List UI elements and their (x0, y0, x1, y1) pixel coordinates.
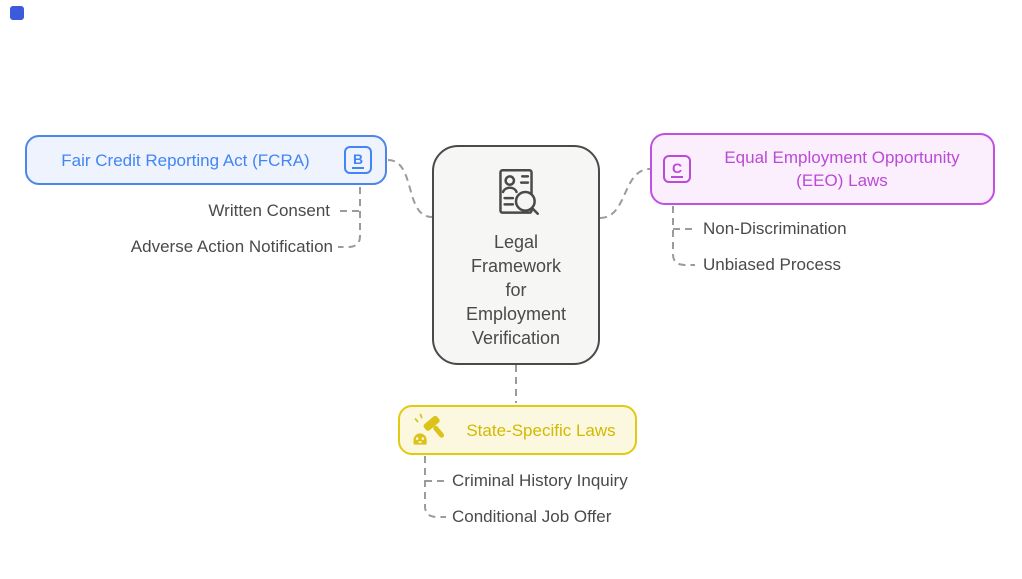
node-eeo[interactable]: C Equal Employment Opportunity (EEO) Law… (650, 133, 995, 205)
badge-letter: B (351, 150, 365, 169)
child-label-conditional-job-offer[interactable]: Conditional Job Offer (452, 507, 612, 526)
center-title-line: Employment (465, 304, 567, 324)
connector-fcra-children-trunk (338, 187, 361, 248)
center-title-line: Framework (470, 256, 561, 276)
letter-b-badge-icon: B (344, 146, 372, 174)
child-label-written-consent[interactable]: Written Consent (208, 201, 330, 220)
resume-search-icon (487, 164, 545, 228)
center-node-title: Legal Framework for Employment Verificat… (466, 230, 566, 350)
letter-c-badge-icon: C (663, 155, 691, 183)
node-center-legal-framework[interactable]: Legal Framework for Employment Verificat… (432, 145, 600, 365)
corner-square (10, 6, 24, 20)
connector-fcra-to-center (387, 159, 433, 218)
badge-letter: C (670, 159, 684, 178)
node-state-label: State-Specific Laws (466, 420, 616, 440)
connector-eeo-children-trunk (672, 206, 695, 266)
node-fcra[interactable]: Fair Credit Reporting Act (FCRA) B (25, 135, 387, 185)
child-label-unbiased-process[interactable]: Unbiased Process (703, 255, 841, 274)
connector-state-children-trunk (424, 456, 446, 518)
child-label-adverse-action-notification[interactable]: Adverse Action Notification (130, 237, 333, 256)
center-title-line: Verification (471, 328, 561, 348)
center-title-line: for (505, 280, 527, 300)
node-eeo-label-line1: Equal Employment Opportunity (724, 148, 960, 167)
connector-center-to-eeo (599, 168, 651, 219)
child-label-non-discrimination[interactable]: Non-Discrimination (703, 219, 847, 238)
node-eeo-label-line2: (EEO) Laws (796, 171, 888, 190)
center-title-line: Legal (493, 232, 539, 252)
gavel-icon (407, 410, 447, 450)
node-state-specific-laws[interactable]: State-Specific Laws (398, 405, 637, 455)
node-fcra-label: Fair Credit Reporting Act (FCRA) (61, 150, 310, 170)
node-eeo-label: Equal Employment Opportunity (EEO) Laws (691, 146, 993, 192)
child-label-criminal-history-inquiry[interactable]: Criminal History Inquiry (452, 471, 628, 490)
